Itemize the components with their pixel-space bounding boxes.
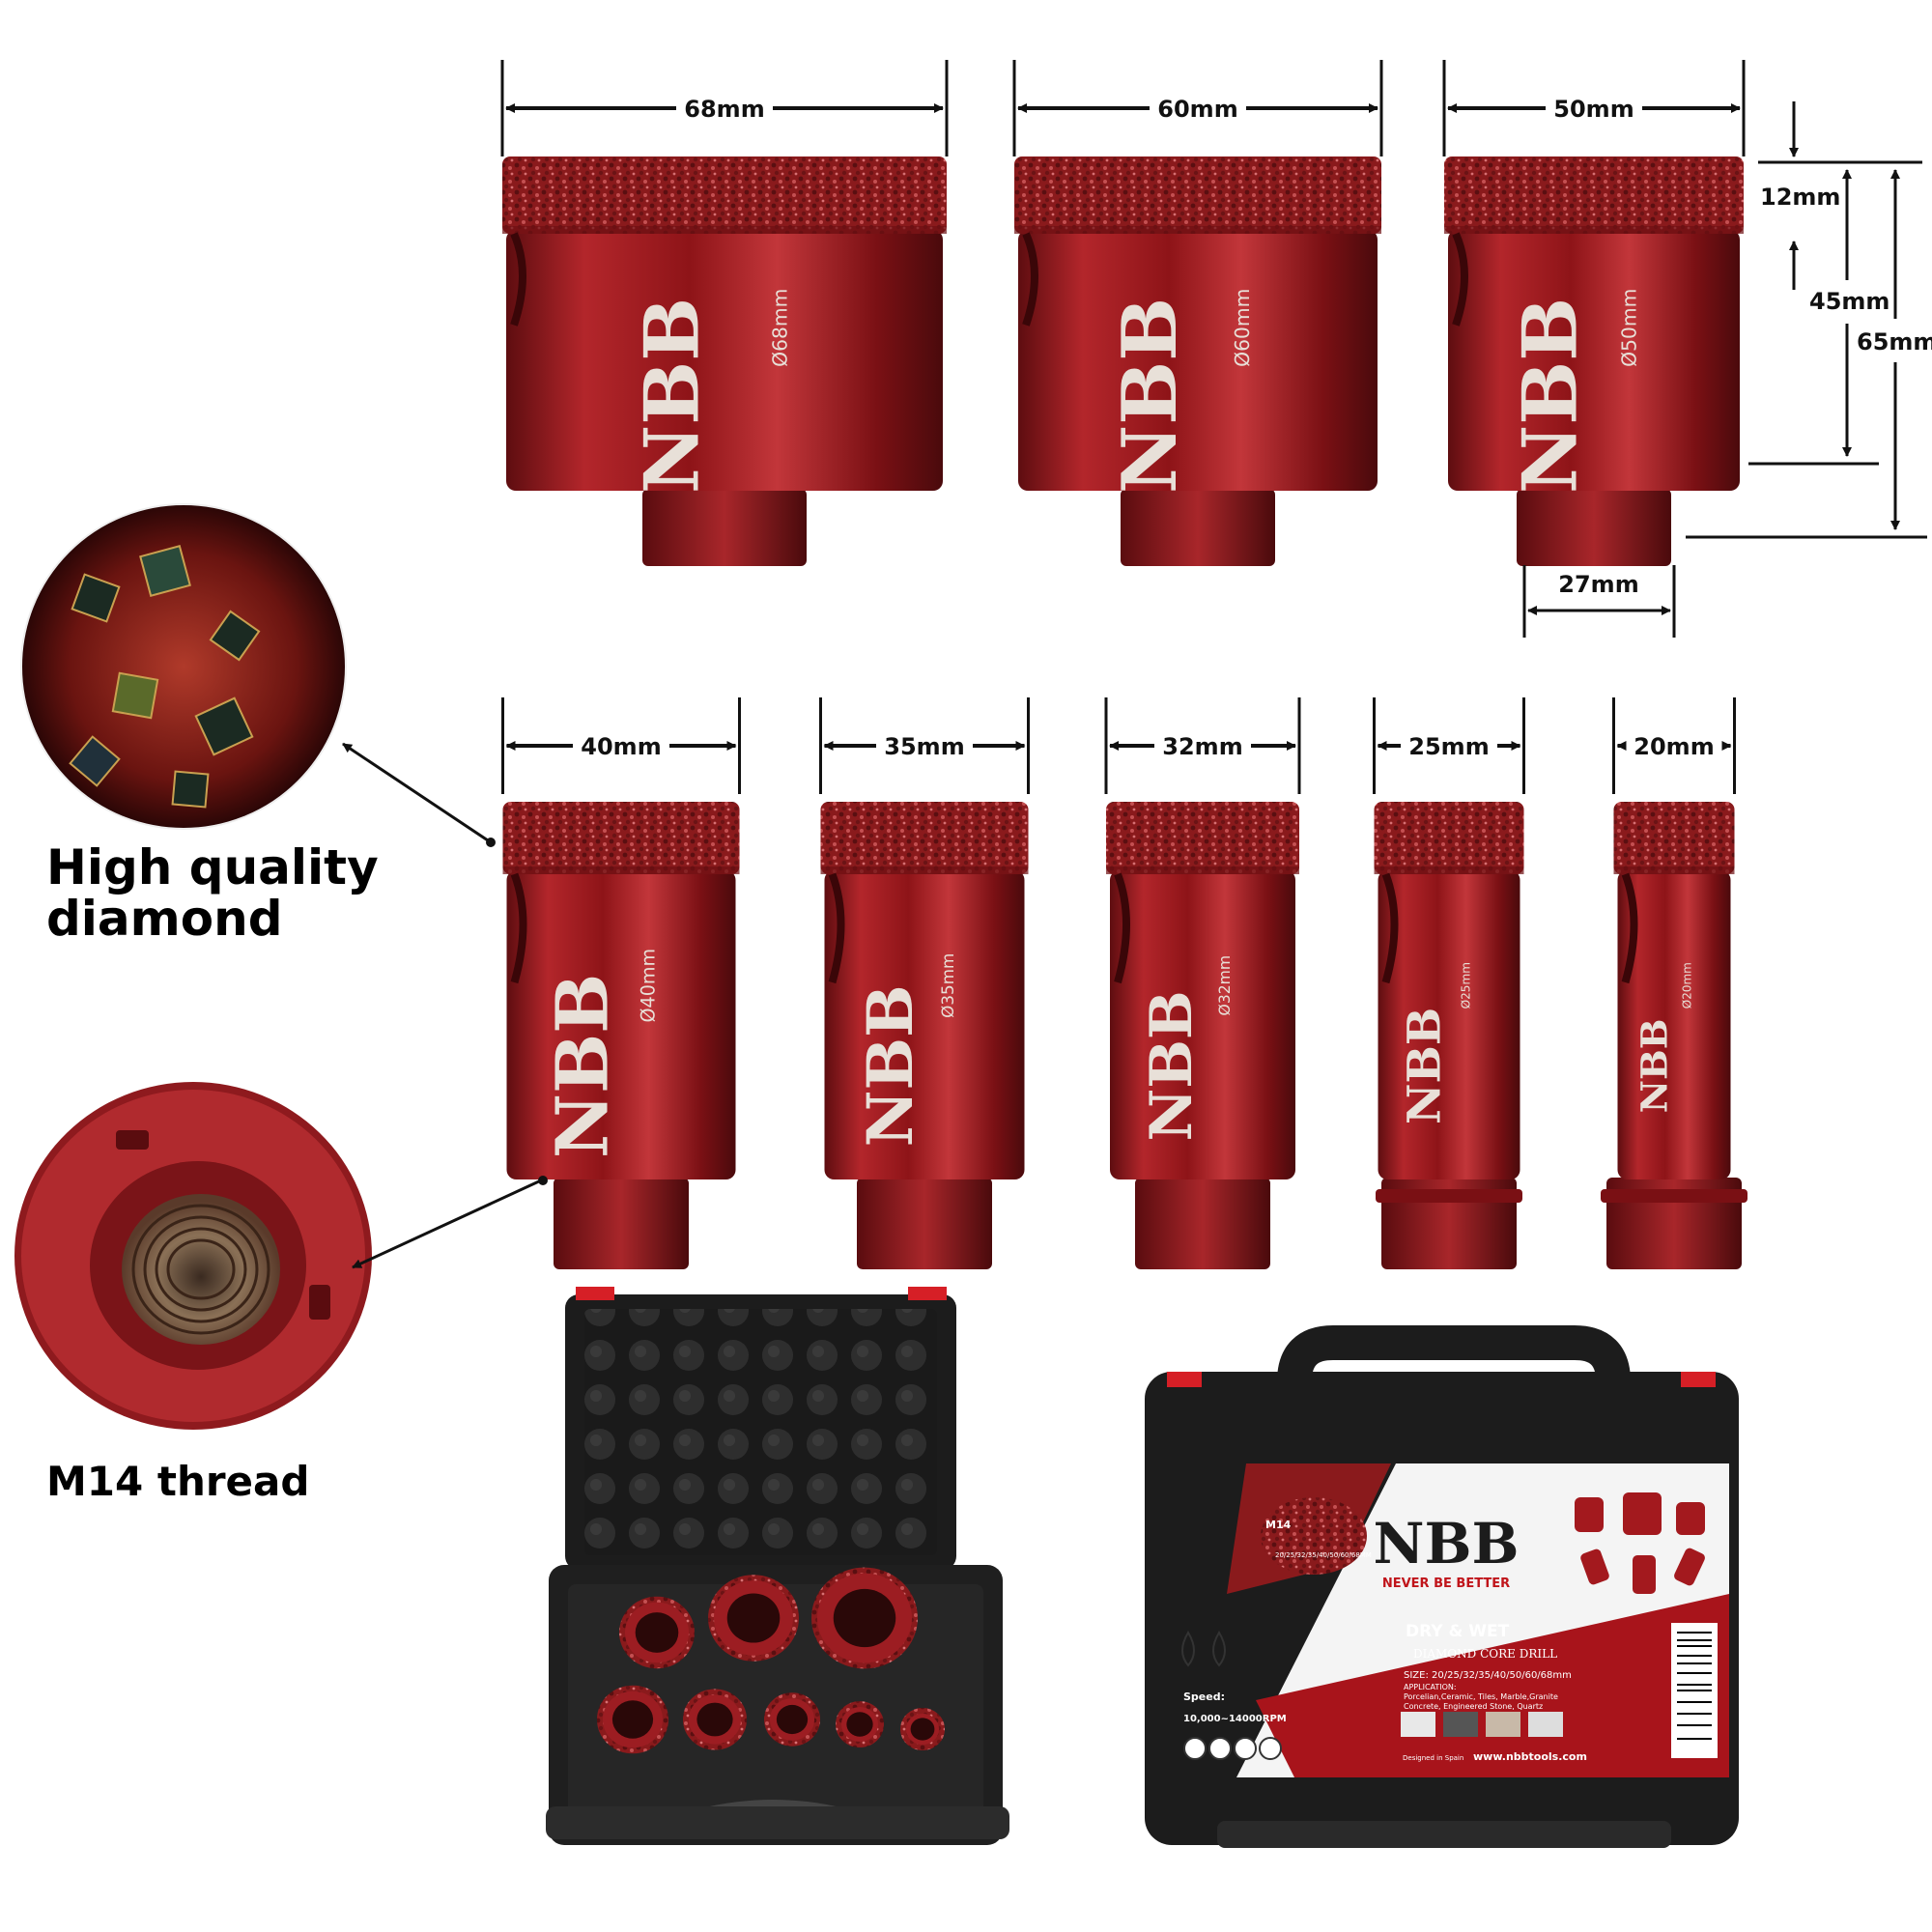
case-size-strip: 20/25/32/35/40/50/60/68MM	[1275, 1551, 1372, 1559]
small-bit-0: NBB Ø40mm	[502, 802, 740, 1269]
total-height-label: 65mm	[1857, 328, 1932, 355]
small-bit-1-width-dim-label: 35mm	[884, 733, 964, 760]
shank-width-label: 27mm	[1558, 571, 1638, 598]
large-bit-0-logo: NBB	[628, 298, 716, 494]
small-bit-1: NBB Ø35mm	[820, 802, 1029, 1269]
small-bit-3-width-dim-label: 25mm	[1408, 733, 1489, 760]
case-product-name: DIAMOND CORE DRILL	[1413, 1647, 1557, 1661]
small-bit-2-engraving: Ø32mm	[1216, 955, 1234, 1015]
small-bit-0-width-dim-label: 40mm	[581, 733, 661, 760]
body-height-label: 45mm	[1809, 288, 1889, 315]
small-bit-2-width-dim: 32mm	[1104, 697, 1301, 794]
large-bit-1: NBB Ø60mm	[1014, 156, 1381, 566]
case-bit-4	[683, 1689, 747, 1750]
small-bit-4: NBB Ø20mm	[1601, 802, 1747, 1269]
large-bit-2-engraving: Ø50mm	[1617, 289, 1640, 367]
small-bit-3-engraving: Ø25mm	[1460, 962, 1473, 1009]
case-bit-1	[708, 1575, 799, 1662]
large-bit-1-width-dim: 60mm	[1012, 60, 1383, 156]
diamond-pointer-arrow	[342, 742, 489, 842]
case-website: www.nbbtools.com	[1473, 1750, 1587, 1763]
diamond-callout: High quality diamond	[46, 839, 379, 947]
small-bit-4-width-dim: 20mm	[1612, 697, 1736, 794]
large-bit-0-engraving: Ø68mm	[768, 289, 791, 367]
large-bit-2-logo: NBB	[1506, 298, 1594, 494]
small-bit-3-width-dim: 25mm	[1373, 697, 1525, 794]
case-m14-label: M14	[1265, 1519, 1292, 1531]
small-bit-4-engraving: Ø20mm	[1681, 962, 1694, 1009]
case-bit-7	[900, 1708, 945, 1750]
case-bit-0	[619, 1596, 695, 1669]
height-dimensions: 12mm 45mm 65mm 27mm	[1522, 101, 1932, 638]
case-bit-5	[764, 1692, 820, 1747]
closed-carry-case: NBB NEVER BE BETTER M14 20/25/32/35/40/5…	[1145, 1325, 1739, 1848]
case-logo: NBB	[1373, 1511, 1519, 1577]
case-bit-3	[597, 1685, 668, 1754]
thread-closeup	[14, 1082, 372, 1430]
large-bit-2-width-dim: 50mm	[1442, 60, 1746, 156]
small-bit-0-engraving: Ø40mm	[637, 949, 659, 1023]
case-bit-2	[811, 1567, 918, 1669]
case-tagline: NEVER BE BETTER	[1382, 1577, 1510, 1591]
large-bit-0-width-dim-label: 68mm	[684, 96, 764, 123]
case-application-title: APPLICATION:	[1404, 1683, 1457, 1691]
large-bit-0-width-dim: 68mm	[500, 60, 949, 156]
large-bit-2: NBB Ø50mm	[1444, 156, 1744, 566]
segment-height-label: 12mm	[1760, 184, 1840, 211]
case-application-1: Porcelian,Ceramic, Tiles, Marble,Granite	[1404, 1692, 1558, 1701]
case-bit-6	[836, 1701, 884, 1747]
large-bit-2-width-dim-label: 50mm	[1553, 96, 1634, 123]
small-bit-1-width-dim: 35mm	[819, 697, 1030, 794]
small-bit-4-logo: NBB	[1634, 1019, 1676, 1114]
open-carry-case	[546, 1287, 1009, 1845]
small-bit-1-logo: NBB	[854, 984, 927, 1147]
small-bit-2-width-dim-label: 32mm	[1162, 733, 1242, 760]
large-bit-0: NBB Ø68mm	[502, 156, 947, 566]
case-application-2: Concrete, Engineered Stone, Quartz	[1404, 1702, 1543, 1711]
small-bit-3: NBB Ø25mm	[1374, 802, 1524, 1269]
small-bit-0-logo: NBB	[541, 974, 624, 1158]
diamond-closeup	[20, 503, 347, 830]
case-speed-title: Speed:	[1183, 1690, 1225, 1703]
small-bit-2: NBB Ø32mm	[1106, 802, 1299, 1269]
small-bit-2-logo: NBB	[1138, 990, 1206, 1141]
large-bit-1-width-dim-label: 60mm	[1157, 96, 1237, 123]
small-bit-0-width-dim: 40mm	[501, 697, 741, 794]
small-bit-4-width-dim-label: 20mm	[1634, 733, 1714, 760]
small-bit-1-engraving: Ø35mm	[938, 953, 957, 1018]
case-designed: Designed in Spain	[1403, 1754, 1463, 1762]
case-speed-value: 10,000~14000RPM	[1183, 1714, 1287, 1724]
large-bit-1-engraving: Ø60mm	[1231, 289, 1254, 367]
case-dry-wet: DRY & WET	[1406, 1622, 1510, 1641]
large-bit-1-logo: NBB	[1106, 298, 1194, 494]
small-bit-3-logo: NBB	[1398, 1008, 1451, 1124]
dimension-lines: 68mm 60mm 50mm 40mm 35mm 32mm 25mm 20mm 12mm 45mm…	[500, 60, 1932, 794]
case-size-line: SIZE: 20/25/32/35/40/50/60/68mm	[1404, 1670, 1572, 1681]
thread-pointer-arrow	[352, 1179, 542, 1269]
thread-callout: M14 thread	[46, 1458, 310, 1505]
